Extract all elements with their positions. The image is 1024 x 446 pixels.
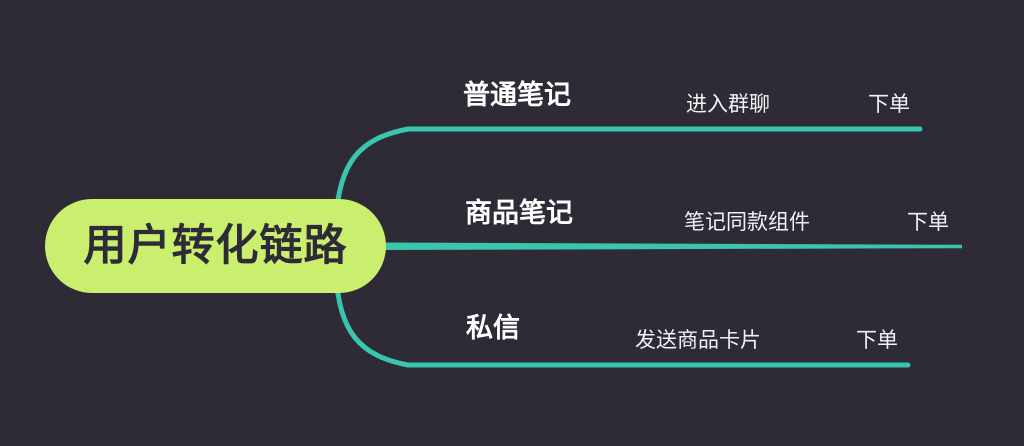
topic-normal-note[interactable]: 普通笔记 bbox=[463, 80, 571, 110]
subtopic-note-same-product-widget[interactable]: 笔记同款组件 bbox=[684, 211, 810, 234]
connector-branch-middle bbox=[376, 242, 962, 250]
connector-branch-top bbox=[333, 126, 923, 223]
topic-product-note[interactable]: 商品笔记 bbox=[465, 198, 573, 228]
subtopic-place-order-1[interactable]: 下单 bbox=[868, 93, 910, 116]
topic-private-message[interactable]: 私信 bbox=[466, 313, 520, 343]
root-topic[interactable]: 用户转化链路 bbox=[45, 199, 386, 293]
subtopic-send-product-card[interactable]: 发送商品卡片 bbox=[635, 329, 761, 352]
subtopic-place-order-2[interactable]: 下单 bbox=[907, 211, 949, 234]
connector-branch-bottom bbox=[333, 271, 911, 368]
subtopic-place-order-3[interactable]: 下单 bbox=[856, 329, 898, 352]
root-topic-label: 用户转化链路 bbox=[83, 221, 348, 270]
subtopic-enter-group-chat[interactable]: 进入群聊 bbox=[686, 93, 770, 116]
